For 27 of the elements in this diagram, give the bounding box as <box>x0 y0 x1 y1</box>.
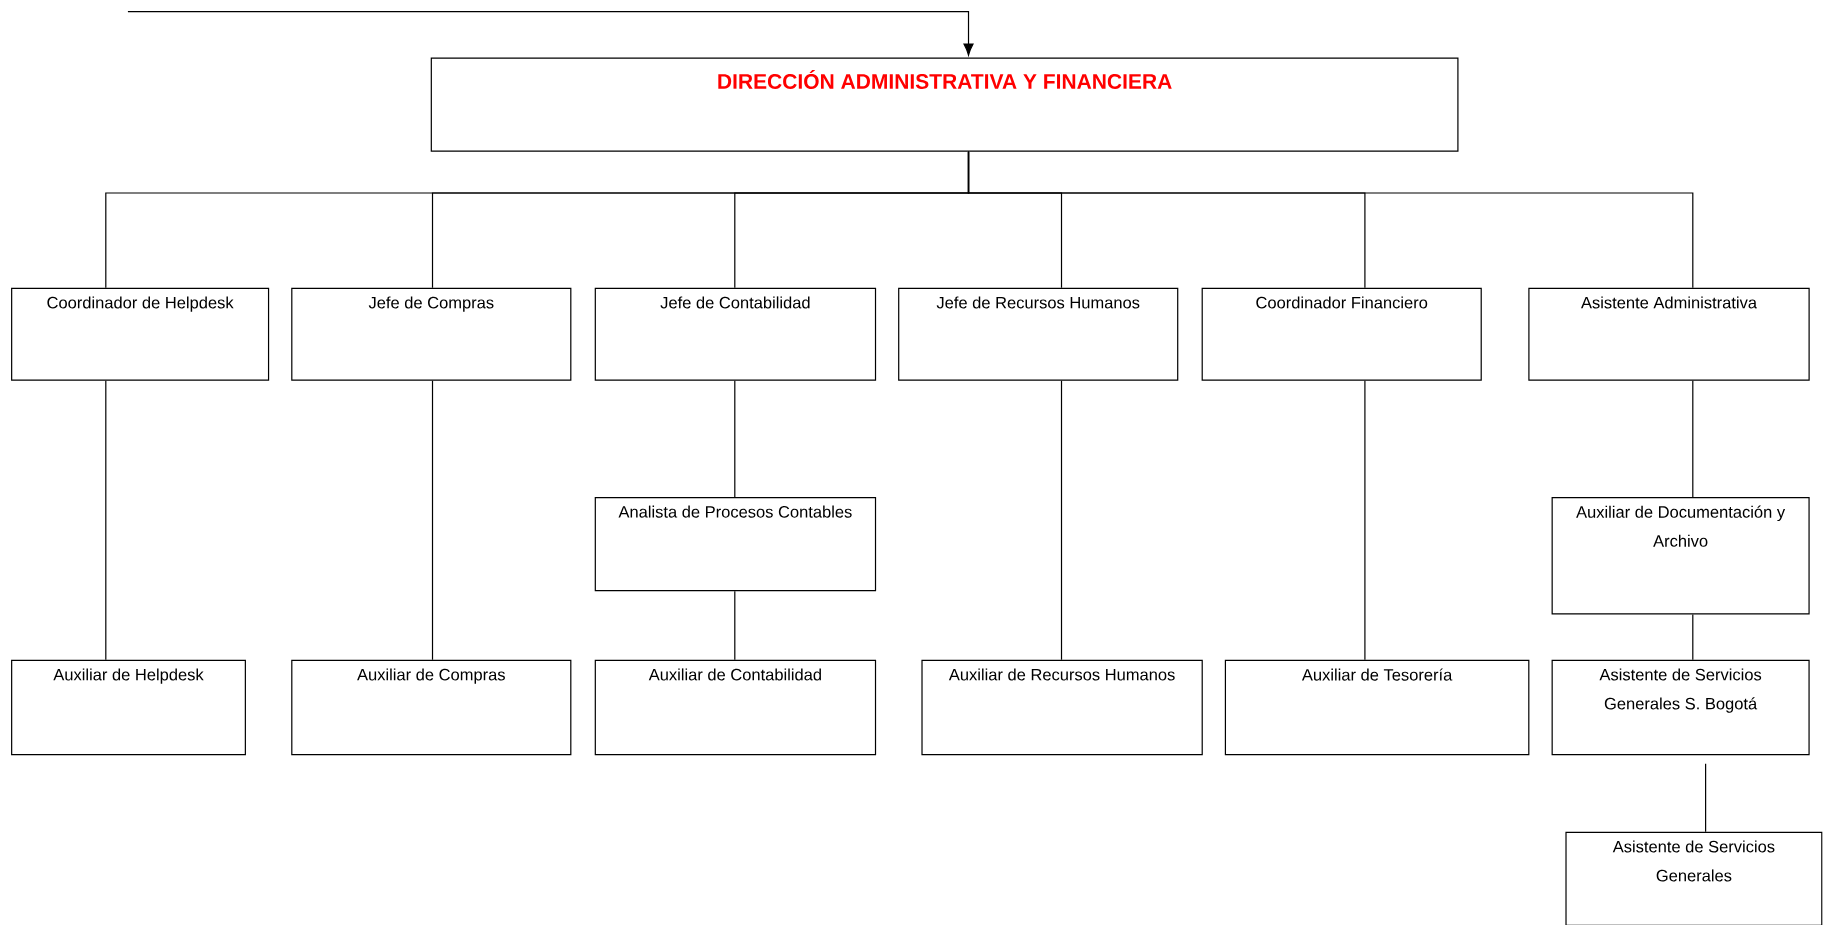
connector-line <box>1705 763 1707 833</box>
connector-line <box>1692 613 1694 661</box>
position-box: Auxiliar de Helpdesk <box>11 659 246 756</box>
connector-line <box>1364 380 1366 661</box>
connector-line <box>105 380 107 661</box>
position-box: Coordinador de Helpdesk <box>11 287 270 381</box>
position-box: Asistente de Servicios Generales S. Bogotá <box>1551 659 1810 756</box>
position-box: Auxiliar de Tesorería <box>1224 659 1530 756</box>
connector-line <box>1060 380 1063 661</box>
connector-line <box>431 380 434 661</box>
position-box: Auxiliar de Compras <box>291 659 572 756</box>
arrow <box>127 11 974 56</box>
connector-line <box>1692 380 1694 498</box>
connector-line <box>734 380 736 498</box>
connector-line <box>734 590 736 661</box>
position-box: Auxiliar de Recursos Humanos <box>921 659 1203 756</box>
position-box: Jefe de Contabilidad <box>594 287 877 381</box>
position-box: Jefe de Recursos Humanos <box>898 287 1179 381</box>
heading-box: DIRECCIÓN ADMINISTRATIVA Y FINANCIERA <box>430 57 1459 152</box>
position-box: Auxiliar de Contabilidad <box>594 659 877 756</box>
position-box: Asistente Administrativa <box>1528 287 1810 381</box>
position-box: Asistente de Servicios Generales <box>1565 831 1823 925</box>
position-box: Auxiliar de Documentación y Archivo <box>1551 496 1810 615</box>
connector-line <box>967 151 1694 289</box>
position-box: Coordinador Financiero <box>1201 287 1482 381</box>
position-box: Jefe de Compras <box>291 287 572 381</box>
position-box: Analista de Procesos Contables <box>594 496 877 592</box>
